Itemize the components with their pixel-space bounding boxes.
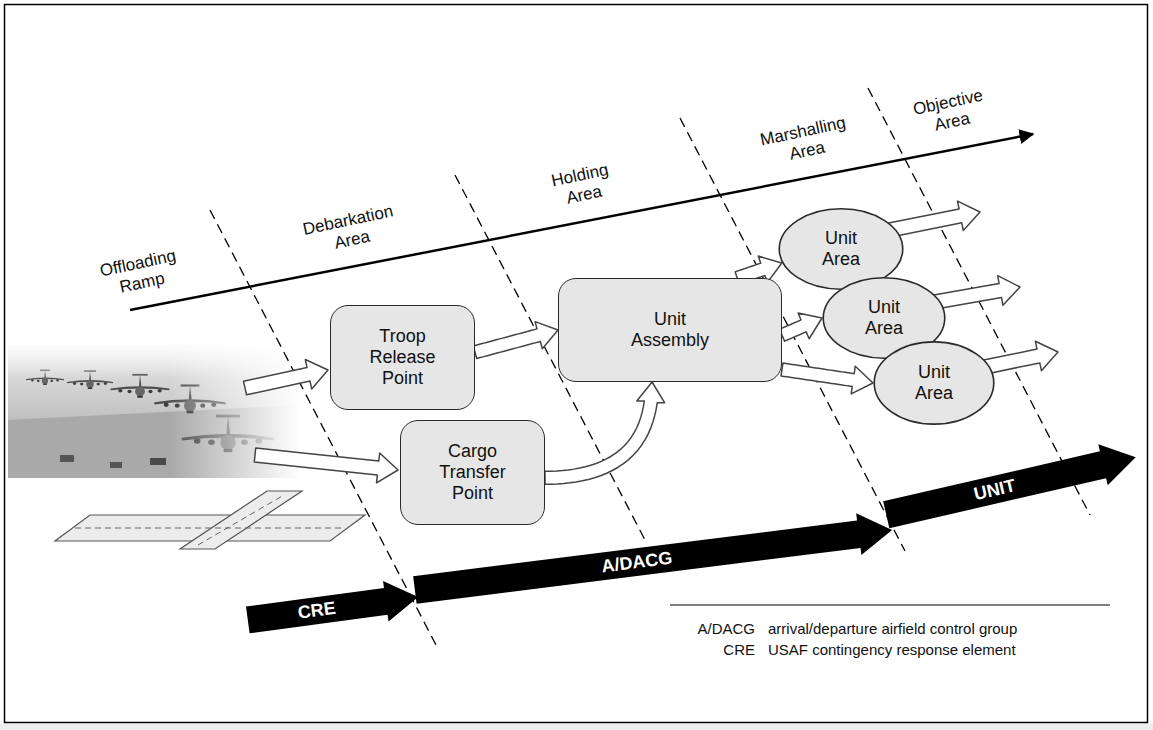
process-box: Unit Assembly (558, 278, 782, 382)
legend-abbreviation: CRE (723, 641, 755, 658)
flow-arrow (545, 382, 665, 484)
arrow-shape (882, 437, 1141, 535)
flow-arrow (779, 313, 822, 341)
node-label: Unit Area (865, 297, 903, 338)
legend-abbreviation: A/DACG (697, 620, 755, 637)
responsibility-arrow: UNIT (882, 437, 1141, 535)
flow-arrow (934, 276, 1020, 309)
flow-arrow (984, 341, 1058, 374)
node-label: Unit Area (915, 362, 953, 403)
legend-description: arrival/departure airfield control group (768, 620, 1017, 637)
runway-strip (180, 491, 302, 549)
phase-label: Debarkation Area (301, 201, 399, 258)
arrow-shape (245, 577, 421, 641)
flow-arrow (473, 322, 558, 359)
unit-ellipse: Unit Area (873, 341, 995, 425)
bottom-strip (0, 724, 1153, 730)
legend-description: USAF contingency response element (768, 641, 1016, 658)
node-label: Troop Release Point (369, 326, 435, 388)
node-label: Unit Assembly (631, 309, 709, 350)
flow-arrow (781, 363, 873, 394)
arrow-shape (412, 509, 894, 611)
phase-label: Marshalling Area (758, 113, 851, 169)
flow-arrow (889, 201, 980, 237)
phase-label: Holding Area (550, 160, 615, 210)
runway-centerline (198, 495, 284, 545)
ellipse-shape (874, 342, 994, 424)
runway-icon (55, 491, 365, 549)
flow-arrow (244, 360, 329, 395)
phase-label: Objective Area (911, 86, 988, 139)
flow-arrow (254, 448, 398, 483)
legend-rule (670, 605, 1110, 606)
node-label: Cargo Transfer Point (439, 441, 505, 503)
frame-border (5, 5, 1148, 723)
process-box: Troop Release Point (330, 305, 475, 410)
responsibility-arrow: CRE (245, 577, 421, 641)
runway-centerline (75, 528, 345, 529)
node-label: Unit Area (822, 228, 860, 269)
phase-label: Offloading Ramp (98, 246, 182, 300)
process-box: Cargo Transfer Point (400, 420, 545, 525)
